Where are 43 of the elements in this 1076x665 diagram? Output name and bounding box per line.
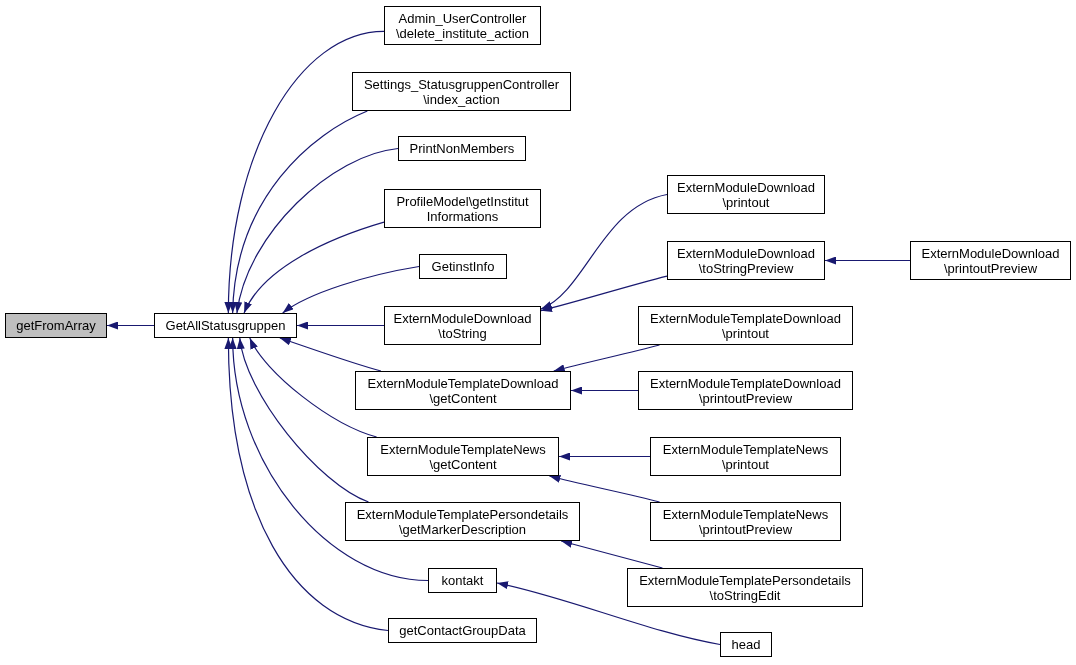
function-box: Settings_StatusgruppenController \index_action: [352, 72, 571, 111]
call-arrow: [229, 110, 368, 314]
call-arrow: [570, 386, 639, 395]
function-box: ExternModuleDownload \printoutPreview: [910, 241, 1071, 280]
call-arrow: [296, 321, 385, 330]
function-box: kontakt: [428, 568, 497, 593]
call-arrow: [235, 147, 399, 314]
call-arrow: [224, 30, 385, 314]
call-arrow: [224, 337, 389, 632]
function-box: ExternModuleTemplateDownload \getContent: [355, 371, 571, 410]
call-arrow: [282, 265, 420, 314]
function-box: ExternModuleTemplateDownload \printout: [638, 306, 853, 345]
function-box: getContactGroupData: [388, 618, 537, 643]
function-box: ExternModuleTemplatePersondetails \getMarkerDescription: [345, 502, 580, 541]
call-arrow: [229, 337, 429, 582]
call-arrow: [237, 337, 370, 503]
call-arrow: [558, 452, 651, 461]
function-box: ExternModuleDownload \toStringPreview: [667, 241, 825, 280]
function-box: ExternModuleTemplateDownload \printoutPreview: [638, 371, 853, 410]
call-arrow: [560, 539, 663, 569]
function-box: ExternModuleDownload \toString: [384, 306, 541, 345]
call-arrow: [249, 337, 378, 438]
function-box: ExternModuleTemplateNews \printoutPreview: [650, 502, 841, 541]
function-box: Admin_UserController \delete_institute_action: [384, 6, 541, 45]
call-arrow: [243, 221, 385, 314]
call-arrow: [279, 337, 382, 372]
call-arrow: [553, 344, 661, 373]
function-box: ExternModuleDownload \printout: [667, 175, 825, 214]
call-arrow: [540, 275, 668, 312]
call-arrow: [496, 581, 721, 646]
function-box: GetinstInfo: [419, 254, 507, 279]
call-arrow: [548, 474, 661, 503]
call-arrow: [824, 256, 911, 265]
function-box: PrintNonMembers: [398, 136, 526, 161]
call-arrow: [540, 193, 668, 310]
function-box: ExternModuleTemplateNews \getContent: [367, 437, 559, 476]
function-box: head: [720, 632, 772, 657]
function-box: ExternModuleTemplateNews \printout: [650, 437, 841, 476]
call-arrow: [106, 321, 155, 330]
function-box: ExternModuleTemplatePersondetails \toStringEdit: [627, 568, 863, 607]
function-box: ProfileModel\getInstitut Informations: [384, 189, 541, 228]
function-box: getFromArray: [5, 313, 107, 338]
function-box: GetAllStatusgruppen: [154, 313, 297, 338]
